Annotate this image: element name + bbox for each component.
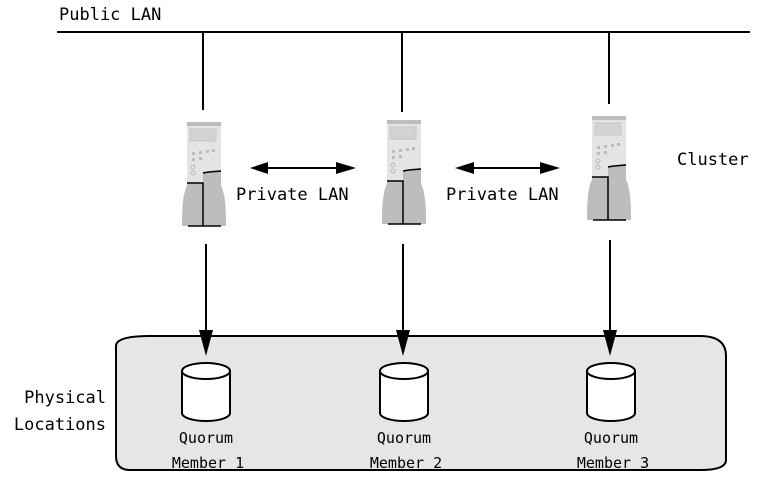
server-button [192, 152, 195, 155]
cylinder-top [586, 362, 636, 380]
server-fin-left [182, 184, 188, 226]
arrow-right-icon [336, 162, 356, 174]
server-button [199, 157, 202, 160]
cylinder-body [181, 371, 231, 422]
quorum-member-label-line1: Quorum [584, 429, 638, 447]
public-lan-label: Public LAN [59, 5, 161, 25]
server-outline [387, 168, 422, 225]
quorum-member-1: Quorum Member 1 [172, 362, 244, 472]
server-led [390, 168, 396, 174]
arrow-left-icon [250, 162, 268, 174]
server-fin-left [587, 178, 593, 220]
cylinder-body [379, 371, 429, 422]
server-icon [382, 120, 426, 225]
arrow-down-icon [396, 330, 410, 356]
server-button [192, 158, 195, 161]
physical-locations-label-line2: Locations [14, 415, 106, 435]
server-led [390, 162, 396, 168]
server-button [597, 146, 600, 149]
server-button [392, 156, 395, 159]
server-button [604, 151, 607, 154]
private-lan-link-1: Private LAN [236, 162, 356, 205]
server-display [189, 128, 217, 142]
private-lan-link-2: Private LAN [446, 162, 560, 205]
server-outline [187, 170, 222, 227]
server-led [190, 170, 196, 176]
server-top [187, 122, 221, 126]
server-icon [182, 122, 226, 227]
server-led [595, 164, 601, 170]
quorum-member-label-line2: Member 1 [172, 454, 244, 472]
database-icon [586, 362, 636, 422]
server-display [594, 122, 622, 136]
server-button [597, 152, 600, 155]
server-fin-right [420, 182, 426, 224]
server-button [412, 147, 415, 150]
cylinder-top [181, 362, 231, 380]
server-button [406, 148, 409, 151]
server-outline [592, 164, 627, 221]
quorum-member-3: Quorum Member 3 [577, 362, 649, 472]
server-fin-right [220, 184, 226, 226]
private-lan-label: Private LAN [446, 185, 559, 205]
cluster-label: Cluster [677, 150, 749, 170]
database-icon [379, 362, 429, 422]
server-button [199, 151, 202, 154]
cylinder-body [586, 371, 636, 422]
arrow-down-icon [199, 330, 213, 356]
server-button [392, 150, 395, 153]
arrow-down-icon [603, 330, 617, 356]
server-top [387, 120, 421, 124]
server-bay [387, 168, 421, 224]
private-lan-label: Private LAN [236, 185, 349, 205]
server-display [389, 126, 417, 140]
server-top [592, 116, 626, 120]
server-bay [187, 170, 221, 226]
arrow-left-icon [455, 162, 474, 174]
quorum-member-label-line1: Quorum [179, 429, 233, 447]
arrow-right-icon [540, 162, 560, 174]
server-led [190, 164, 196, 170]
server-led [595, 158, 601, 164]
database-icon [181, 362, 231, 422]
server-fin-right [625, 178, 631, 220]
cylinder-top [379, 362, 429, 380]
physical-locations-label-line1: Physical [24, 388, 106, 408]
server-bay [592, 164, 626, 220]
server-button [604, 145, 607, 148]
server-button [399, 149, 402, 152]
quorum-member-2: Quorum Member 2 [370, 362, 442, 472]
quorum-member-label-line1: Quorum [377, 429, 431, 447]
server-button [206, 150, 209, 153]
server-button [611, 144, 614, 147]
quorum-member-label-line2: Member 2 [370, 454, 442, 472]
quorum-member-label-line2: Member 3 [577, 454, 649, 472]
server-icon [587, 116, 631, 221]
server-button [212, 149, 215, 152]
server-button [399, 155, 402, 158]
server-fin-left [382, 182, 388, 224]
server-button [617, 143, 620, 146]
